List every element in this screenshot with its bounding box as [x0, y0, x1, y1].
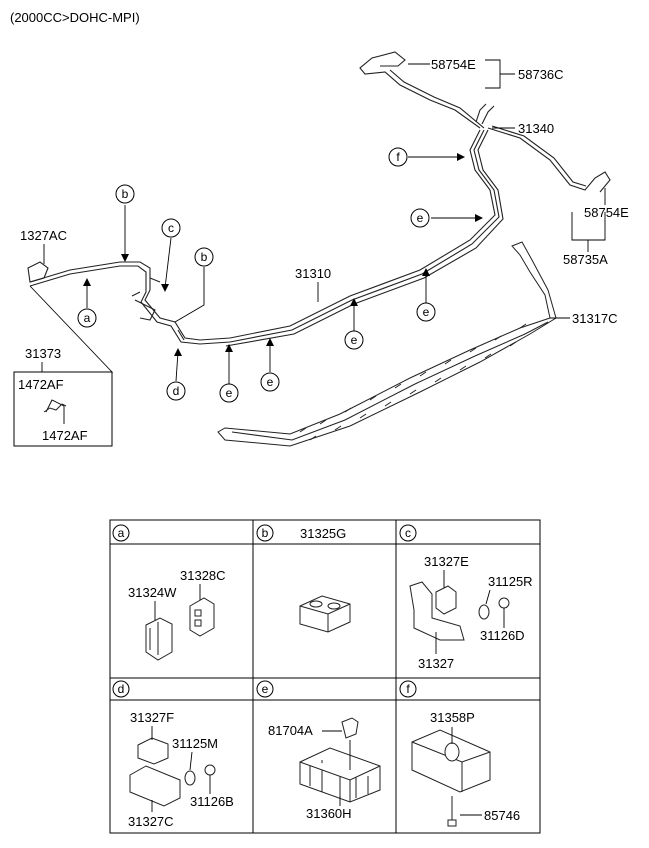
bracket-31317c [217, 241, 557, 447]
cell-f-leaders [451, 727, 482, 816]
arrowheads [83, 153, 483, 356]
cell-c-label-31327e: 31327E [424, 554, 469, 569]
callout-e2: e [267, 375, 274, 389]
fuel-line-58736c [359, 51, 481, 129]
label-31373: 31373 [25, 346, 61, 361]
cell-e-label-81704a: 81704A [268, 723, 313, 738]
cell-b-drawing [299, 595, 351, 633]
cell-letter-f: f [406, 682, 410, 696]
label-58736c: 58736C [518, 67, 564, 82]
callout-e3: e [351, 333, 358, 347]
label-58754e-top: 58754E [431, 57, 476, 72]
callout-e1: e [226, 386, 233, 400]
cell-f-label-31358p: 31358P [430, 710, 475, 725]
cell-e-drawing [299, 717, 381, 803]
cell-d-label-31327f: 31327F [130, 710, 174, 725]
cell-e-leaders [322, 730, 351, 806]
callout-d: d [173, 384, 180, 398]
cell-c-label-31126d: 31126D [480, 628, 525, 643]
hose-detail-box [13, 371, 113, 447]
cell-c-drawing [409, 581, 510, 641]
cell-c-leaders [435, 570, 505, 654]
cell-a-drawing [145, 597, 215, 661]
label-31340: 31340 [518, 121, 554, 136]
cell-letter-a: a [118, 526, 125, 540]
cell-letter-circles [112, 524, 417, 698]
label-1327ac: 1327AC [20, 228, 67, 243]
label-1472af-b: 1472AF [42, 428, 88, 443]
cell-d-label-31125m: 31125M [172, 736, 218, 751]
cell-a-label-31324w: 31324W [128, 585, 177, 600]
detail-table [109, 519, 541, 834]
cell-f-drawing [411, 729, 491, 827]
callout-e5: e [417, 211, 424, 225]
cell-d-label-31327c: 31327C [128, 814, 174, 829]
cell-e-label-31360h: 31360H [306, 806, 352, 821]
hose-detail-part [43, 403, 67, 413]
cell-d-drawing [129, 737, 216, 807]
leader-lines [29, 59, 606, 424]
cell-d-leaders [151, 726, 211, 812]
cell-letter-d: d [118, 682, 125, 696]
main-fuel-tube-31310 [29, 129, 504, 347]
callout-f: f [396, 150, 400, 164]
callout-b2: b [201, 250, 208, 264]
cell-f-label-85746: 85746 [484, 808, 520, 823]
callout-circles [77, 147, 436, 403]
fuel-line-assembly [27, 51, 611, 347]
fuel-line-58735a [487, 127, 611, 193]
diagram-title: (2000CC>DOHC-MPI) [10, 10, 140, 25]
cell-a-label-31328c: 31328C [180, 568, 226, 583]
label-1472af-a: 1472AF [18, 377, 64, 392]
cell-letter-e: e [262, 682, 269, 696]
label-58735a: 58735A [563, 252, 608, 267]
cell-c-label-31125r: 31125R [488, 574, 533, 589]
label-31317c: 31317C [572, 311, 618, 326]
callout-b1: b [122, 187, 129, 201]
label-31310: 31310 [295, 266, 331, 281]
callout-e4: e [423, 305, 430, 319]
cell-c-label-31327: 31327 [418, 656, 454, 671]
cell-d-label-31126b: 31126B [190, 794, 234, 809]
label-58754e-right: 58754E [584, 205, 629, 220]
cell-letter-b: b [262, 526, 269, 540]
cell-letter-c: c [405, 526, 411, 540]
callout-a: a [84, 311, 91, 325]
callout-c: c [168, 221, 174, 235]
cell-b-header: 31325G [300, 526, 346, 541]
